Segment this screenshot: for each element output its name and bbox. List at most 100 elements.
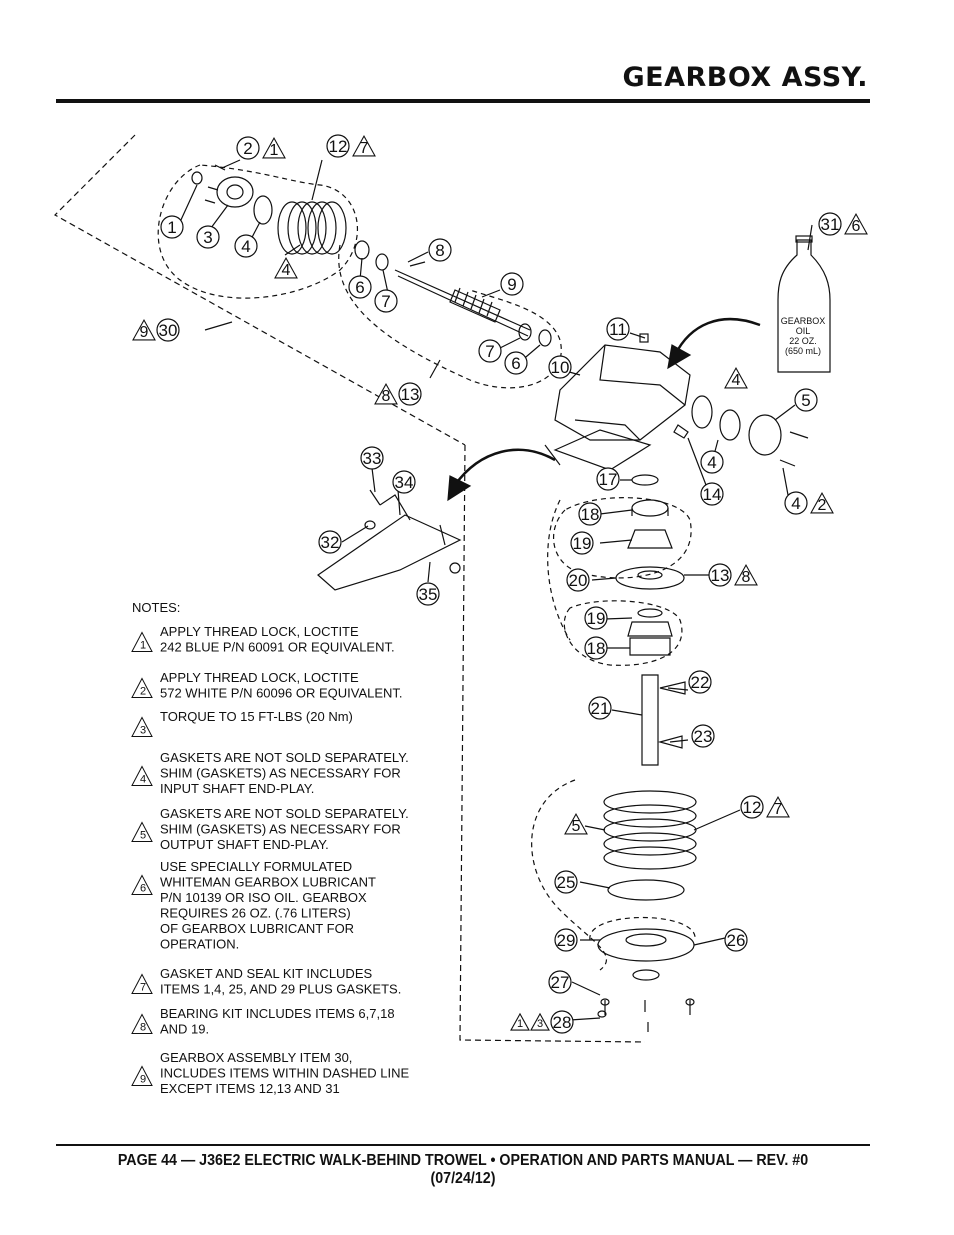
callout: 34: [392, 470, 416, 494]
callout: 27: [548, 970, 572, 994]
callout: 7: [374, 289, 398, 313]
note-line: AND 19.: [160, 1022, 209, 1037]
callout-circle: [700, 450, 724, 474]
note-reference: 6: [852, 218, 861, 235]
note-reference: 1: [517, 1018, 523, 1030]
callout: 7: [478, 339, 502, 363]
callout-number: 6: [355, 278, 364, 297]
callout-number: 23: [694, 727, 713, 746]
note-triangle: [274, 256, 298, 279]
assembly-boundary-line: [54, 134, 466, 446]
note-number: 1: [140, 640, 146, 652]
bearing-cone-19: [627, 529, 673, 549]
callout-number: 4: [241, 237, 250, 256]
callout-number: 34: [395, 473, 414, 492]
seal-29: [632, 969, 660, 981]
note-number: 6: [140, 883, 146, 895]
callout: 8: [428, 238, 452, 262]
callout: 10: [548, 355, 572, 379]
note-line: P/N 10139 OR ISO OIL. GEARBOX: [160, 890, 367, 905]
callout-circle: [708, 563, 732, 587]
install-arrow-right: [673, 317, 761, 356]
note-line: SHIM (GASKETS) AS NECESSARY FOR: [160, 766, 401, 781]
bottle-label-line: (650 mL): [785, 346, 821, 356]
callout: 6: [348, 275, 372, 299]
note-number: 2: [140, 686, 146, 698]
output-shaft-21: [641, 674, 659, 766]
note-line: GEARBOX ASSEMBLY ITEM 30,: [160, 1050, 352, 1065]
callout-circle: [392, 470, 416, 494]
note-triangle: [844, 212, 868, 235]
seal-17: [631, 474, 659, 486]
footer-rule: [56, 1144, 870, 1146]
callout-number: 12: [329, 137, 348, 156]
gasket-stack-12: [277, 201, 347, 255]
callout-number: 11: [609, 320, 627, 339]
note-line: WHITEMAN GEARBOX LUBRICANT: [160, 875, 376, 890]
callout-circle: [318, 530, 342, 554]
note-line: GASKETS ARE NOT SOLD SEPARATELY.: [160, 806, 409, 821]
callout: 32: [318, 530, 342, 554]
bearing-cone-7: [375, 253, 389, 271]
callout-circle: [606, 317, 630, 341]
note-triangle: [131, 716, 153, 737]
note-line: INPUT SHAFT END-PLAY.: [160, 781, 314, 796]
gasket-ring-4: [253, 195, 273, 225]
note-triangle: [374, 382, 398, 405]
callout: 1: [160, 215, 184, 239]
note-reference: 8: [382, 388, 391, 405]
input-shaft-group-outline: [338, 244, 562, 389]
callout-circle: [374, 289, 398, 313]
callout: 33: [360, 446, 384, 470]
callout-number: 3: [203, 228, 212, 247]
note-triangle: [131, 631, 153, 652]
note-line: OUTPUT SHAFT END-PLAY.: [160, 837, 329, 852]
note-triangle: [352, 134, 376, 157]
assembly-boundary-line-right: [459, 444, 646, 1043]
side-gasket-4: [691, 395, 713, 429]
callout: 5: [564, 812, 588, 835]
callout-circle: [504, 351, 528, 375]
callout: 11: [606, 317, 630, 341]
callout-circle: [578, 502, 602, 526]
note-line: USE SPECIALLY FORMULATED: [160, 859, 352, 874]
callout-number: 17: [599, 470, 618, 489]
callout-number: 35: [419, 585, 438, 604]
input-cover-group-outline: [157, 164, 358, 299]
note-reference: 9: [140, 324, 149, 341]
callout-circle: [326, 134, 350, 158]
o-ring-25: [607, 879, 685, 901]
callout-number: 29: [557, 931, 576, 950]
note-triangle: [810, 491, 834, 514]
callout-circle: [584, 636, 608, 660]
lever-arm: [317, 514, 462, 591]
callout-number: 9: [507, 275, 516, 294]
callout-circle: [724, 928, 748, 952]
note-line: EXCEPT ITEMS 12,13 AND 31: [160, 1081, 340, 1096]
note-reference: 4: [282, 262, 291, 279]
note-number: 3: [140, 725, 146, 737]
callout-circle: [554, 928, 578, 952]
page-title: GEARBOX ASSY.: [622, 62, 868, 93]
callout-number: 8: [435, 241, 444, 260]
note-line: SHIM (GASKETS) AS NECESSARY FOR: [160, 822, 401, 837]
callout-circle: [234, 234, 258, 258]
note-triangle: [131, 765, 153, 786]
note-line: OPERATION.: [160, 937, 239, 952]
note-triangle: [131, 1065, 153, 1086]
callout-number: 4: [791, 494, 800, 513]
callout-circle: [416, 582, 440, 606]
note-triangle: [132, 318, 156, 341]
callout-number: 13: [711, 566, 730, 585]
note-triangle: [510, 1012, 530, 1031]
